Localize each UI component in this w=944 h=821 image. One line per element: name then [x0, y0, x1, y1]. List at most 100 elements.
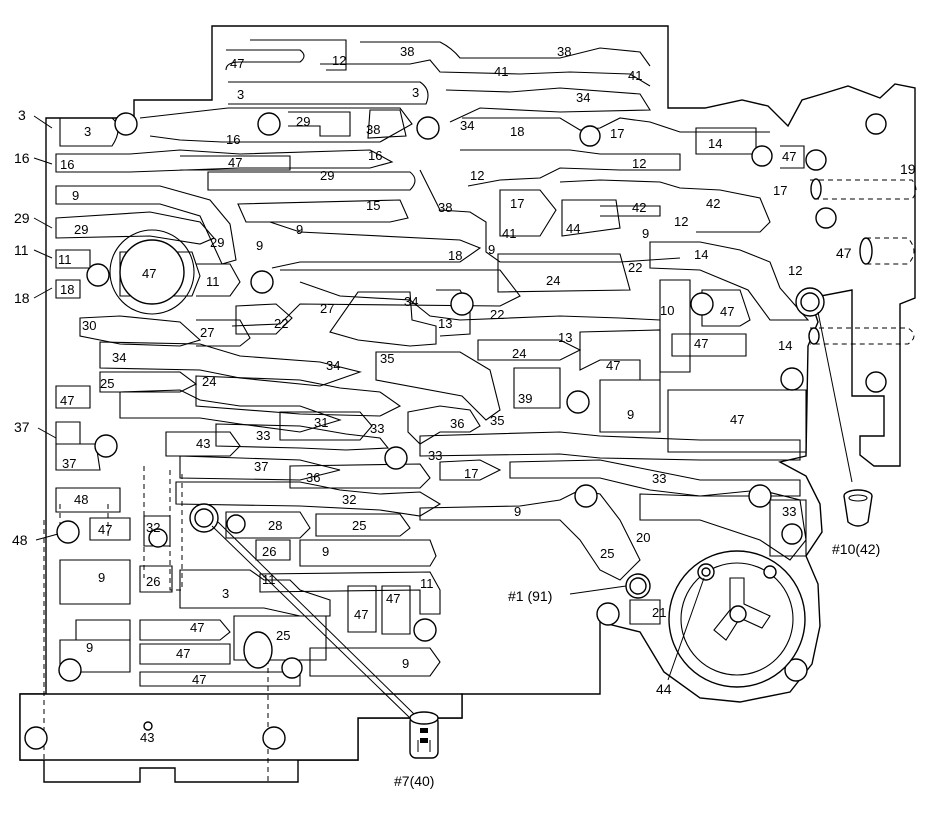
- bore-47-large: [119, 239, 185, 305]
- passage-label: 24: [202, 374, 216, 389]
- right-slot-a: [810, 178, 822, 200]
- passage-label: 18: [448, 248, 462, 263]
- passage-label: 38: [400, 44, 414, 59]
- passage-label: 25: [100, 376, 114, 391]
- passage-label: 38: [557, 44, 571, 59]
- passage-label: 26: [262, 544, 276, 559]
- callout-11: 11: [14, 242, 29, 258]
- passage-label: 47: [192, 672, 206, 687]
- passage-label: 11: [206, 274, 220, 289]
- passage-label: 43: [196, 436, 210, 451]
- passage-label: 16: [60, 157, 74, 172]
- plug-25: [243, 631, 273, 669]
- passage-label: 30: [82, 318, 96, 333]
- passage-label: 47: [60, 393, 74, 408]
- passage-label: 32: [342, 492, 356, 507]
- right-slot-c: [808, 327, 820, 345]
- passage-label: 17: [773, 183, 787, 198]
- passage-label: 25: [352, 518, 366, 533]
- passage-label: 35: [380, 351, 394, 366]
- passage-label: 11: [58, 252, 72, 267]
- passage-label: 27: [320, 301, 334, 316]
- passage-label: 42: [706, 196, 720, 211]
- check-ball-7-inner: [194, 508, 214, 528]
- callout-part-7: #7(40): [394, 773, 434, 789]
- passage-label: 15: [366, 198, 380, 213]
- passage-label: 17: [464, 466, 478, 481]
- passage-label: 20: [636, 530, 650, 545]
- passage-label: 47: [142, 266, 156, 281]
- passage-label: 41: [628, 68, 642, 83]
- passage-label: 36: [306, 470, 320, 485]
- callout-part-1: #1 (91): [508, 588, 552, 604]
- passage-label: 34: [460, 118, 474, 133]
- passage-label: 47: [694, 336, 708, 351]
- leader-44: [667, 577, 705, 681]
- passage-label: 44: [566, 221, 580, 236]
- passage-label: 48: [74, 492, 88, 507]
- right-bore-19: [810, 179, 917, 200]
- passage-label: 9: [627, 407, 634, 422]
- left-callout-leaders: [33, 115, 59, 541]
- passage-label: 34: [112, 350, 126, 365]
- passage-label: 12: [332, 53, 346, 68]
- passage-label: 39: [518, 391, 532, 406]
- callout-part-44: 44: [656, 681, 672, 697]
- passage-label: 9: [514, 504, 521, 519]
- right-bore-47: [866, 237, 915, 265]
- callout-48: 48: [12, 532, 28, 548]
- passage-label: 3: [237, 87, 244, 102]
- passage-label: 18: [60, 282, 74, 297]
- passage-label: 12: [788, 263, 802, 278]
- passage-label: 41: [502, 226, 516, 241]
- passage-label: 38: [366, 122, 380, 137]
- passage-label: 13: [558, 330, 572, 345]
- passage-label: 47: [730, 412, 744, 427]
- passage-label: 26: [146, 574, 160, 589]
- part-callouts: #1 (91) #7(40) #10(42) 44: [394, 541, 880, 789]
- callout-37: 37: [14, 419, 30, 435]
- passage-label: 22: [274, 316, 288, 331]
- accumulator-star: [713, 577, 771, 641]
- passage-label: 9: [72, 188, 79, 203]
- callout-18: 18: [14, 290, 30, 306]
- passage-label: 9: [488, 242, 495, 257]
- passage-label: 9: [322, 544, 329, 559]
- passage-label: 29: [210, 235, 224, 250]
- passage-label: 3: [412, 85, 419, 100]
- passage-label: 9: [402, 656, 409, 671]
- passage-label: 9: [256, 238, 263, 253]
- passage-label: 12: [470, 168, 484, 183]
- callout-19: 19: [900, 161, 916, 177]
- passage-label: 18: [510, 124, 524, 139]
- passage-label: 37: [254, 459, 268, 474]
- passage-label: 13: [438, 316, 452, 331]
- callout-part-10: #10(42): [832, 541, 880, 557]
- passage-label: 29: [296, 114, 310, 129]
- passage-network: [55, 39, 810, 687]
- passage-label: 16: [226, 132, 240, 147]
- check-ball-10-inner: [800, 292, 820, 312]
- passage-label: 28: [268, 518, 282, 533]
- callout-3: 3: [18, 107, 26, 123]
- passage-label: 9: [642, 226, 649, 241]
- passage-label: 24: [546, 273, 560, 288]
- passage-label: 31: [314, 415, 328, 430]
- passage-label: 3: [84, 124, 91, 139]
- passage-label: 38: [438, 200, 452, 215]
- leader-10: [817, 311, 853, 483]
- passage-label: 42: [632, 200, 646, 215]
- right-callouts: 19 47: [836, 161, 916, 261]
- passage-label: 33: [256, 428, 270, 443]
- passage-label: 14: [708, 136, 722, 151]
- leader-7b: [217, 521, 415, 715]
- passage-label: 34: [326, 358, 340, 373]
- callout-47-right: 47: [836, 245, 852, 261]
- passage-label: 34: [404, 294, 418, 309]
- accumulator-center: [729, 605, 747, 623]
- passage-label: 37: [62, 456, 76, 471]
- right-slot-b: [859, 237, 873, 265]
- passage-label: 17: [510, 196, 524, 211]
- leader-7: [211, 525, 411, 719]
- passage-label: 32: [146, 520, 160, 535]
